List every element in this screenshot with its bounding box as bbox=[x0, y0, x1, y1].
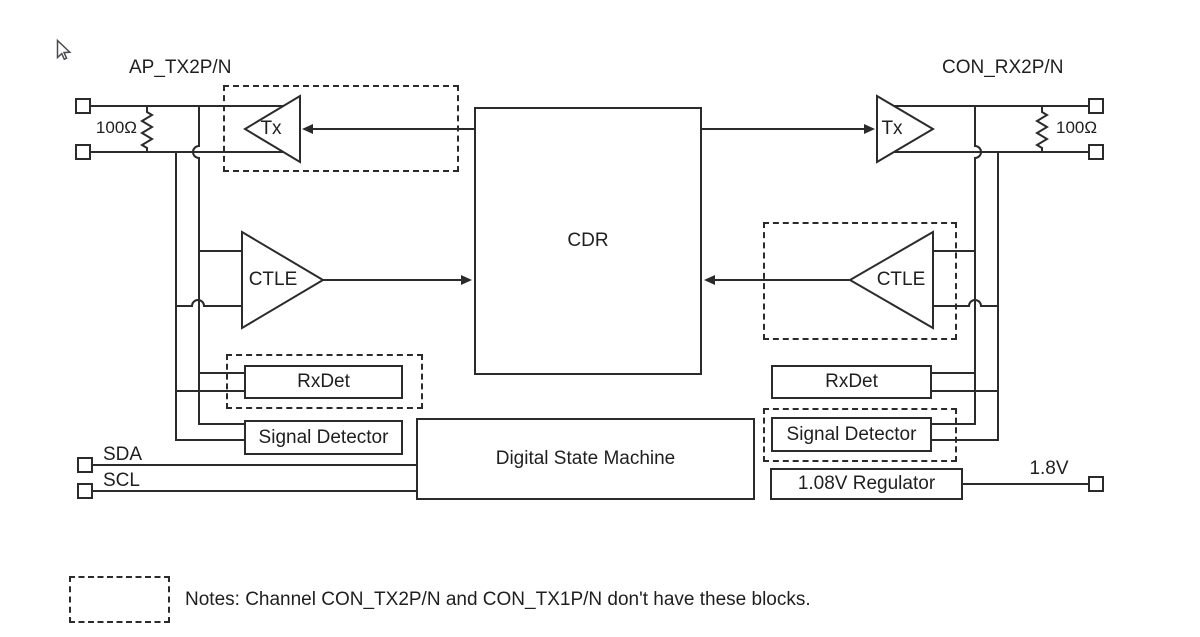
rxdet-left-block: RxDet bbox=[244, 365, 403, 399]
tx-left-label: Tx bbox=[260, 118, 282, 139]
sigdet-right-label: Signal Detector bbox=[786, 423, 917, 445]
cdr-label: CDR bbox=[567, 230, 609, 251]
rxdet-right-label: RxDet bbox=[825, 371, 878, 392]
pad-left-p bbox=[75, 98, 91, 114]
ctle-right-label: CTLE bbox=[876, 269, 926, 290]
tx-right-triangle bbox=[876, 94, 935, 164]
con-rx2-label: CON_RX2P/N bbox=[942, 57, 1064, 78]
dashed-box-ctle-right bbox=[763, 222, 957, 340]
ctle-left-triangle bbox=[241, 230, 325, 330]
resistor-right-value: 100Ω bbox=[1056, 118, 1098, 137]
legend-dashed-box bbox=[69, 576, 170, 623]
sigdet-left-label: Signal Detector bbox=[258, 426, 389, 448]
pad-sda bbox=[77, 457, 93, 473]
regulator-block: 1.08V Regulator bbox=[770, 468, 963, 500]
wire-left-tap-p bbox=[192, 106, 244, 425]
arrowhead-into-tx-right bbox=[864, 124, 875, 134]
resistor-left-zigzag bbox=[140, 106, 154, 152]
pad-left-n bbox=[75, 144, 91, 160]
dashed-box-sigdet-right bbox=[763, 408, 957, 462]
wire-left-tap-n-to-ctle bbox=[176, 299, 242, 307]
vout-1v8-label: 1.8V bbox=[1029, 458, 1069, 479]
rxdet-left-label: RxDet bbox=[297, 371, 350, 392]
wire-left-tap-n bbox=[175, 152, 244, 441]
regulator-label: 1.08V Regulator bbox=[797, 473, 936, 494]
arrowhead-into-tx-left bbox=[302, 124, 313, 134]
wire-right-tap-p bbox=[932, 106, 982, 425]
ap-tx2-label: AP_TX2P/N bbox=[129, 57, 232, 78]
rxdet-right-block: RxDet bbox=[771, 365, 932, 399]
scl-label: SCL bbox=[103, 470, 140, 491]
ctle-right-triangle bbox=[848, 230, 934, 330]
dsm-block: Digital State Machine bbox=[416, 418, 755, 500]
wire-right-tap-n-to-ctle bbox=[933, 299, 998, 307]
sigdet-right-block: Signal Detector bbox=[771, 417, 932, 452]
ctle-left-label: CTLE bbox=[248, 269, 298, 290]
dashed-box-tx-left bbox=[223, 85, 459, 172]
pad-scl bbox=[77, 483, 93, 499]
resistor-left-value: 100Ω bbox=[95, 118, 137, 137]
pad-right-p bbox=[1088, 98, 1104, 114]
dashed-box-rxdet-left bbox=[226, 354, 423, 409]
tx-right-label: Tx bbox=[881, 118, 903, 139]
dsm-label: Digital State Machine bbox=[495, 448, 676, 469]
cdr-block: CDR bbox=[474, 107, 702, 375]
sda-label: SDA bbox=[103, 444, 143, 465]
wire-right-tap-n bbox=[932, 152, 999, 441]
legend-note-text: Notes: Channel CON_TX2P/N and CON_TX1P/N… bbox=[185, 589, 811, 610]
resistor-right-zigzag bbox=[1035, 106, 1049, 152]
arrowhead-into-cdr-right bbox=[704, 275, 715, 285]
pad-right-n bbox=[1088, 144, 1104, 160]
arrowhead-into-cdr-left bbox=[461, 275, 472, 285]
pad-1v8 bbox=[1088, 476, 1104, 492]
sigdet-left-block: Signal Detector bbox=[244, 420, 403, 455]
tx-left-triangle bbox=[243, 94, 301, 164]
mouse-cursor-icon bbox=[56, 38, 72, 61]
